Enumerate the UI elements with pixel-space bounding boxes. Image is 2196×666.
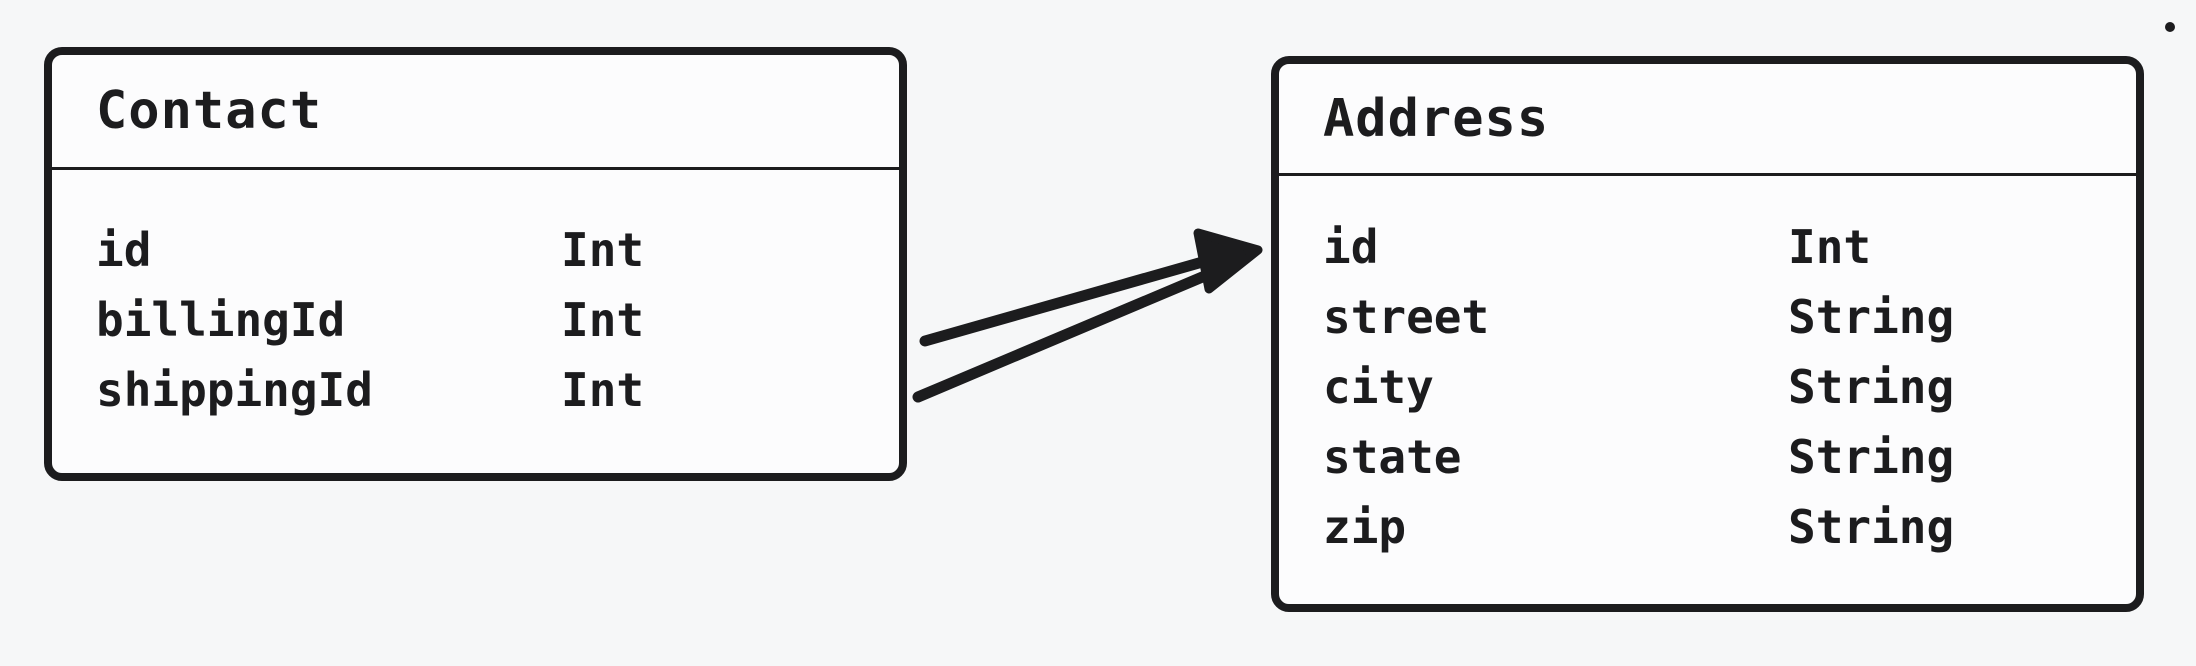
entity-title: Contact: [96, 81, 323, 141]
table-row: shippingId Int: [96, 355, 899, 425]
field-name: billingId: [96, 293, 346, 347]
table-row: street String: [1323, 282, 2136, 352]
field-type: Int: [561, 223, 645, 277]
field-type: Int: [1788, 220, 1872, 274]
field-name: zip: [1323, 500, 1407, 554]
field-name: shippingId: [96, 363, 373, 417]
relationship-arrow-shipping-to-address[interactable]: [912, 261, 1232, 403]
table-row: billingId Int: [96, 285, 899, 355]
field-type: String: [1788, 430, 1955, 484]
field-type: String: [1788, 360, 1955, 414]
table-row: zip String: [1323, 492, 2136, 562]
entity-header: Address: [1279, 64, 2136, 176]
entity-header: Contact: [52, 55, 899, 170]
field-name: state: [1323, 430, 1462, 484]
field-name: city: [1323, 360, 1434, 414]
table-row: id Int: [96, 215, 899, 285]
entity-card-address[interactable]: Address id Int street String city String…: [1271, 56, 2144, 612]
table-row: id Int: [1323, 212, 2136, 282]
table-row: city String: [1323, 352, 2136, 422]
field-type: String: [1788, 500, 1955, 554]
field-type: Int: [561, 293, 645, 347]
entity-field-list: id Int street String city String state S…: [1279, 176, 2136, 562]
entity-field-list: id Int billingId Int shippingId Int: [52, 170, 899, 425]
field-type: Int: [561, 363, 645, 417]
field-name: id: [1323, 220, 1379, 274]
field-name: id: [96, 223, 152, 277]
entity-title: Address: [1323, 88, 1550, 149]
field-type: String: [1788, 290, 1955, 344]
field-name: street: [1323, 290, 1490, 344]
relationship-arrow-billing-to-address[interactable]: [919, 253, 1219, 347]
table-row: state String: [1323, 422, 2136, 492]
arrowhead-icon[interactable]: [1193, 228, 1263, 294]
entity-card-contact[interactable]: Contact id Int billingId Int shippingId …: [44, 47, 907, 481]
stray-dot[interactable]: [2165, 22, 2175, 32]
